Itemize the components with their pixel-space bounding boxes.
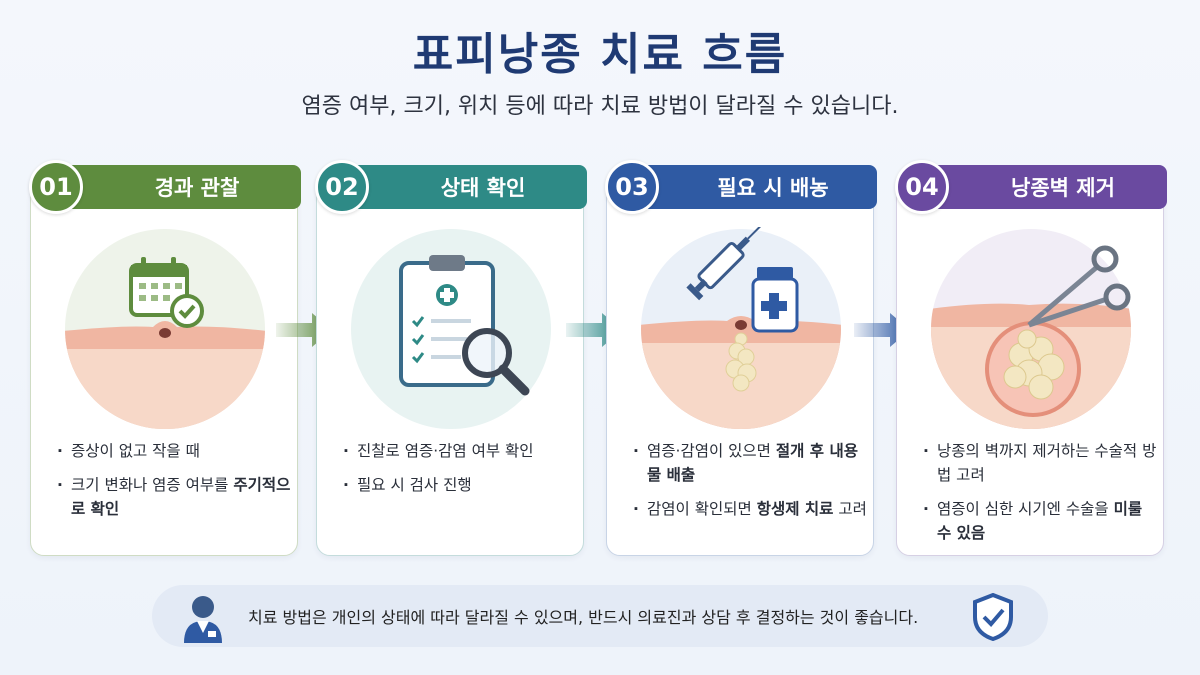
step-4-bullet-2: 염증이 심한 시기엔 수술을 미룰 수 있음 — [923, 497, 1159, 545]
step-2-list: 진찰로 염증·감염 여부 확인 필요 시 검사 진행 — [343, 439, 579, 507]
step-number-4: 04 — [895, 160, 949, 214]
step-number-1: 01 — [29, 160, 83, 214]
drainage-illustration — [641, 227, 841, 429]
step-1-bullet-2: 크기 변화나 염증 여부를 주기적으로 확인 — [57, 473, 293, 521]
step-4-list: 낭종의 벽까지 제거하는 수술적 방법 고려 염증이 심한 시기엔 수술을 미룰… — [923, 439, 1159, 555]
step-header-1: 경과 관찰 01 — [29, 160, 301, 214]
excision-illustration — [931, 229, 1131, 429]
examination-illustration — [351, 229, 551, 429]
step-card-2: 상태 확인 02 진찰로 염증·감염 여부 확인 필요 시 검사 진행 — [315, 160, 587, 556]
step-header-2: 상태 확인 02 — [315, 160, 587, 214]
step-2-bullet-2: 필요 시 검사 진행 — [343, 473, 579, 497]
syringe-medicine-icon — [686, 227, 799, 333]
shield-check-icon — [973, 593, 1013, 641]
step-4-bullet-1: 낭종의 벽까지 제거하는 수술적 방법 고려 — [923, 439, 1159, 487]
step-card-4: 낭종벽 제거 04 낭종의 벽까지 제거하는 수술적 방법 고려 염증이 심한 … — [895, 160, 1167, 556]
step-number-2: 02 — [315, 160, 369, 214]
step-1-bullet-1: 증상이 없고 작을 때 — [57, 439, 293, 463]
step-header-3: 필요 시 배농 03 — [605, 160, 877, 214]
step-label-2: 상태 확인 — [337, 165, 587, 209]
step-card-3: 필요 시 배농 03 염증·감염이 — [605, 160, 877, 556]
page-subtitle: 염증 여부, 크기, 위치 등에 따라 치료 방법이 달라질 수 있습니다. — [301, 94, 899, 119]
step-3-list: 염증·감염이 있으면 절개 후 내용물 배출 감염이 확인되면 항생제 치료 고… — [633, 439, 869, 531]
footer-note: 치료 방법은 개인의 상태에 따라 달라질 수 있으며, 반드시 의료진과 상담… — [152, 585, 1048, 647]
step-1-list: 증상이 없고 작을 때 크기 변화나 염증 여부를 주기적으로 확인 — [57, 439, 293, 531]
clipboard-magnifier-icon — [399, 255, 530, 396]
step-3-bullet-1: 염증·감염이 있으면 절개 후 내용물 배출 — [633, 439, 869, 487]
footer-text: 치료 방법은 개인의 상태에 따라 달라질 수 있으며, 반드시 의료진과 상담… — [248, 608, 919, 627]
step-header-4: 낭종벽 제거 04 — [895, 160, 1167, 214]
step-card-1: 경과 관찰 01 증상이 없고 작을 때 크기 변화나 염증 여부를 주기적으로… — [29, 160, 301, 556]
calendar-check-icon — [129, 257, 204, 328]
step-label-4: 낭종벽 제거 — [917, 165, 1167, 209]
doctor-icon — [184, 596, 222, 643]
step-3-bullet-2: 감염이 확인되면 항생제 치료 고려 — [633, 497, 869, 521]
observation-illustration — [65, 229, 265, 429]
scissors-icon — [1027, 245, 1131, 328]
step-label-1: 경과 관찰 — [51, 165, 301, 209]
step-2-bullet-1: 진찰로 염증·감염 여부 확인 — [343, 439, 579, 463]
page-title: 표피낭종 치료 흐름 — [412, 29, 788, 80]
step-number-3: 03 — [605, 160, 659, 214]
step-label-3: 필요 시 배농 — [627, 165, 877, 209]
